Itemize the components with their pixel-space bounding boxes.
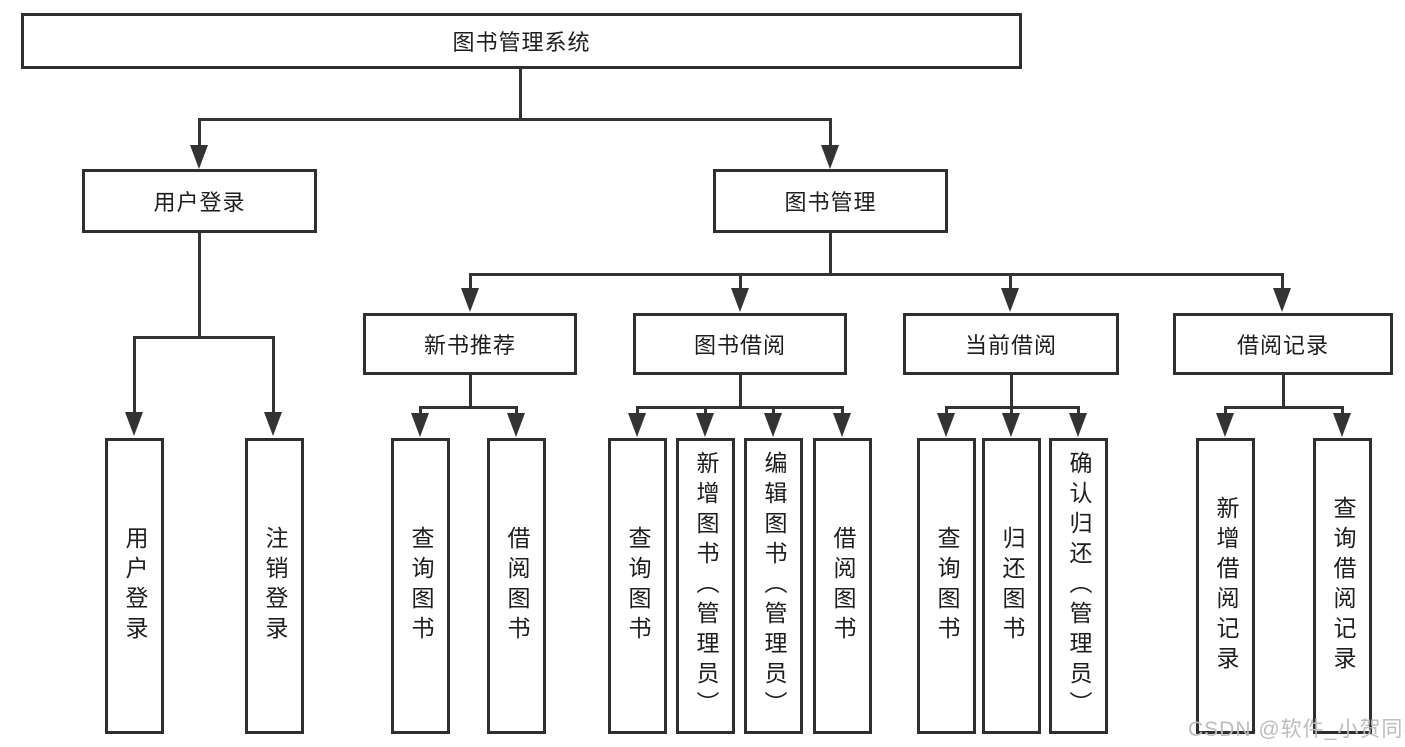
node-leaf-logout: 注销登录 xyxy=(245,438,304,734)
connector-record-drop-1 xyxy=(1224,406,1227,416)
node-new-book-recommend: 新书推荐 xyxy=(363,313,577,375)
connector-bookmgmt-drop-3 xyxy=(1009,273,1012,291)
node-user-login: 用户登录 xyxy=(82,169,317,233)
node-leaf-borrow-book: 借阅图书 xyxy=(813,438,872,734)
node-leaf-add-book-admin: 新增图书（管理员） xyxy=(676,438,735,734)
node-current-borrow: 当前借阅 xyxy=(903,313,1119,375)
connector-borrow-rail xyxy=(636,406,844,409)
node-leaf-user-login: 用户登录 xyxy=(105,438,164,734)
arrow-down-icon xyxy=(1216,413,1234,437)
arrow-down-icon xyxy=(1002,413,1020,437)
connector-current-drop-2 xyxy=(1010,406,1013,416)
connector-root-stem xyxy=(519,69,522,118)
arrow-down-icon xyxy=(190,145,208,169)
node-leaf-query-book-current: 查询图书 xyxy=(917,438,976,734)
connector-root-drop-left xyxy=(198,118,201,148)
connector-borrow-drop-4 xyxy=(841,406,844,416)
connector-userlogin-rail xyxy=(133,336,275,339)
node-leaf-edit-book-admin: 编辑图书（管理员） xyxy=(744,438,803,734)
connector-borrow-drop-2 xyxy=(704,406,707,416)
arrow-down-icon xyxy=(1273,288,1291,312)
node-leaf-return-book: 归还图书 xyxy=(982,438,1041,734)
arrow-down-icon xyxy=(628,413,646,437)
connector-record-rail xyxy=(1224,406,1344,409)
node-leaf-query-book-recommend: 查询图书 xyxy=(391,438,450,734)
arrow-down-icon xyxy=(696,413,714,437)
csdn-watermark: CSDN @软件_小贺同学 xyxy=(1188,718,1405,741)
connector-root-rail xyxy=(198,118,832,121)
node-book-borrow: 图书借阅 xyxy=(633,313,847,375)
arrow-down-icon xyxy=(821,145,839,169)
node-borrow-record: 借阅记录 xyxy=(1173,313,1393,375)
connector-borrow-drop-3 xyxy=(772,406,775,416)
arrow-down-icon xyxy=(1333,413,1351,437)
connector-current-drop-3 xyxy=(1077,406,1080,416)
arrow-down-icon xyxy=(937,413,955,437)
connector-record-stem xyxy=(1282,375,1285,406)
node-root: 图书管理系统 xyxy=(21,13,1022,69)
connector-recommend-stem xyxy=(469,375,472,406)
connector-bookmgmt-drop-2 xyxy=(739,273,742,291)
arrow-down-icon xyxy=(1001,288,1019,312)
arrow-down-icon xyxy=(1069,413,1087,437)
node-book-management: 图书管理 xyxy=(713,169,948,233)
node-leaf-query-borrow-record: 查询借阅记录 xyxy=(1313,438,1372,734)
connector-current-stem xyxy=(1010,375,1013,406)
arrow-down-icon xyxy=(264,412,282,436)
connector-bookmgmt-rail xyxy=(469,273,1284,276)
node-leaf-query-book-borrow: 查询图书 xyxy=(608,438,667,734)
connector-bookmgmt-stem xyxy=(829,233,832,273)
arrow-down-icon xyxy=(507,413,525,437)
connector-userlogin-drop-2 xyxy=(272,336,275,416)
connector-root-drop-right xyxy=(829,118,832,148)
connector-userlogin-stem xyxy=(198,233,201,336)
arrow-down-icon xyxy=(125,412,143,436)
connector-borrow-drop-1 xyxy=(636,406,639,416)
connector-recommend-rail xyxy=(419,406,518,409)
connector-userlogin-drop-1 xyxy=(133,336,136,416)
connector-bookmgmt-drop-1 xyxy=(469,273,472,291)
connector-recommend-drop-1 xyxy=(419,406,422,416)
arrow-down-icon xyxy=(764,413,782,437)
arrow-down-icon xyxy=(833,413,851,437)
connector-bookmgmt-drop-4 xyxy=(1281,273,1284,291)
arrow-down-icon xyxy=(411,413,429,437)
connector-borrow-stem xyxy=(739,375,742,406)
arrow-down-icon xyxy=(461,288,479,312)
node-leaf-add-borrow-record: 新增借阅记录 xyxy=(1196,438,1255,734)
connector-current-drop-1 xyxy=(945,406,948,416)
node-leaf-confirm-return-admin: 确认归还（管理员） xyxy=(1049,438,1108,734)
connector-record-drop-2 xyxy=(1341,406,1344,416)
node-leaf-borrow-book-recommend: 借阅图书 xyxy=(487,438,546,734)
arrow-down-icon xyxy=(731,288,749,312)
connector-recommend-drop-2 xyxy=(515,406,518,416)
